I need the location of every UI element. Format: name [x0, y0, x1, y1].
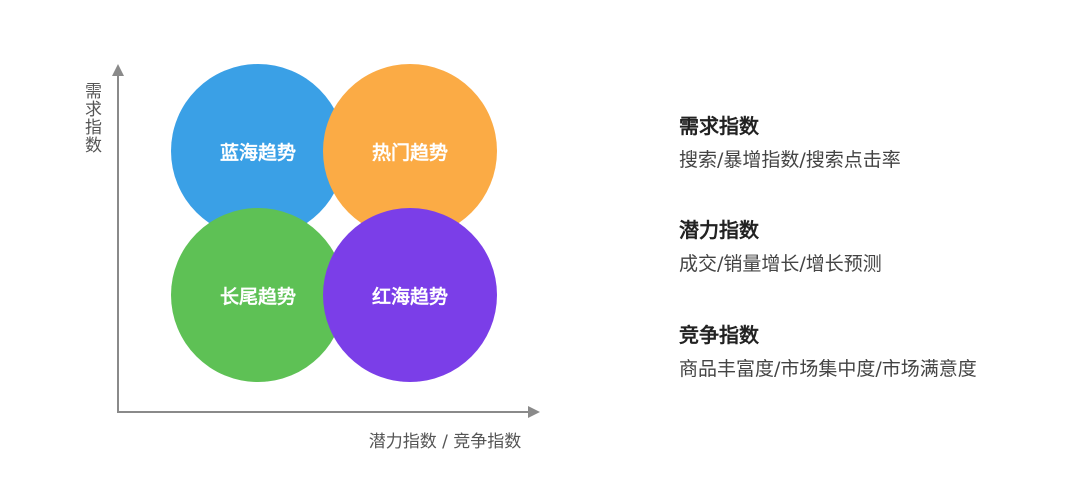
quadrant-label: 红海趋势: [371, 285, 448, 308]
quadrant-label: 蓝海趋势: [219, 141, 296, 164]
y-axis-label: 需求指数: [81, 82, 101, 154]
y-axis-line: [117, 74, 119, 413]
description-text: 成交/销量增长/增长预测: [679, 253, 882, 275]
quadrant-label: 热门趋势: [371, 141, 448, 164]
y-axis-arrow-icon: [112, 64, 124, 76]
description-potential: 潜力指数 成交/销量增长/增长预测: [679, 217, 1059, 276]
description-demand: 需求指数 搜索/暴增指数/搜索点击率: [679, 113, 1059, 172]
x-axis-line: [117, 411, 531, 413]
description-text: 搜索/暴增指数/搜索点击率: [679, 149, 901, 171]
description-text: 商品丰富度/市场集中度/市场满意度: [679, 358, 977, 380]
x-axis-label: 潜力指数 / 竞争指数: [368, 432, 522, 452]
quadrant-label: 长尾趋势: [219, 285, 296, 308]
x-axis-arrow-icon: [528, 406, 540, 418]
quadrant-long-tail: 长尾趋势: [171, 208, 345, 382]
quadrant-red-ocean: 红海趋势: [323, 208, 497, 382]
description-title: 竞争指数: [679, 323, 759, 347]
description-competition: 竞争指数 商品丰富度/市场集中度/市场满意度: [679, 322, 1059, 381]
description-title: 需求指数: [679, 114, 759, 138]
description-title: 潜力指数: [679, 218, 759, 242]
